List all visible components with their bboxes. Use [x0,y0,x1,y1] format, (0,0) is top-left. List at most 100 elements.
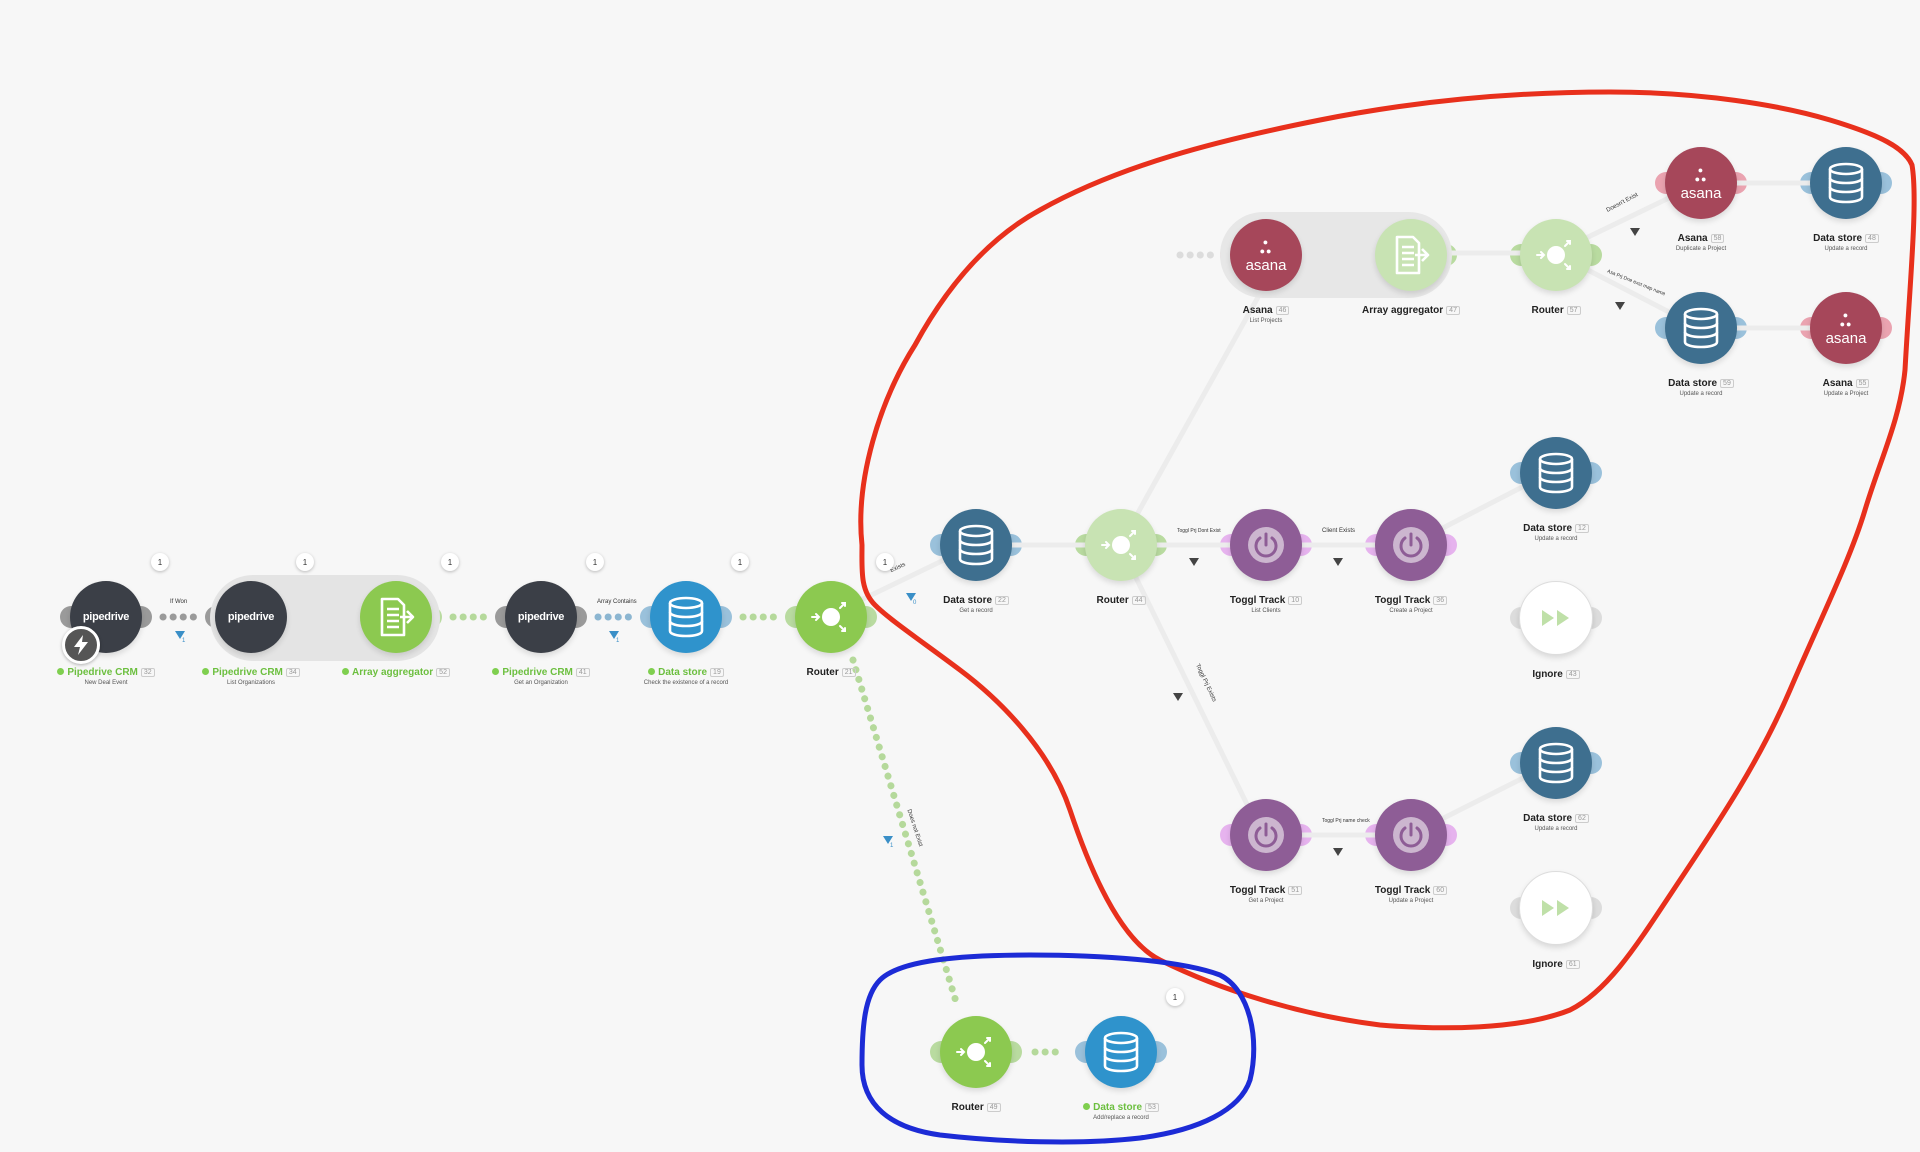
operation-count-badge[interactable]: 1 [876,553,894,571]
module-input-handle[interactable] [1655,317,1677,339]
operation-count-badge[interactable]: 1 [296,553,314,571]
module-output-handle[interactable] [1145,1041,1167,1063]
module-input-handle[interactable] [1800,172,1822,194]
filter-icon[interactable] [906,593,916,601]
filter-icon[interactable] [1630,228,1640,236]
module-output-handle[interactable] [1290,534,1312,556]
module-input-handle[interactable] [1220,244,1242,266]
module-output-handle[interactable] [1290,824,1312,846]
module-output-handle[interactable] [1000,1041,1022,1063]
module-circle[interactable]: pipedrive [205,581,297,653]
module-output-handle[interactable] [855,606,877,628]
operation-count-badge[interactable]: 1 [441,553,459,571]
module-output-handle[interactable] [1145,534,1167,556]
module-input-handle[interactable] [60,606,82,628]
filter-icon[interactable] [1189,558,1199,566]
module-input-handle[interactable] [1655,172,1677,194]
module-input-handle[interactable] [1510,462,1532,484]
module-output-handle[interactable] [1870,172,1892,194]
filter-icon[interactable] [175,631,185,639]
module-circle[interactable] [1075,509,1167,581]
filter-icon[interactable] [1173,693,1183,701]
module-output-handle[interactable] [565,606,587,628]
filter-icon[interactable] [883,836,893,844]
filter-icon[interactable] [1333,848,1343,856]
module-circle[interactable] [1800,147,1892,219]
module-input-handle[interactable] [495,606,517,628]
module-input-handle[interactable] [930,1041,952,1063]
module-output-handle[interactable] [1580,462,1602,484]
module-input-handle[interactable] [1075,534,1097,556]
module-output-handle[interactable] [420,606,442,628]
module-output-handle[interactable] [1435,244,1457,266]
module-output-handle[interactable] [130,606,152,628]
module-circle[interactable] [1220,799,1312,871]
module-circle[interactable] [1510,727,1602,799]
module-input-handle[interactable] [640,606,662,628]
module-circle[interactable] [1510,219,1602,291]
module-input-handle[interactable] [1510,897,1532,919]
module-circle[interactable] [640,581,732,653]
module-output-handle[interactable] [275,606,297,628]
module-input-handle[interactable] [1365,244,1387,266]
module-output-handle[interactable] [1580,244,1602,266]
module-output-handle[interactable] [1000,534,1022,556]
module-circle[interactable] [1510,437,1602,509]
module-circle[interactable] [1510,581,1602,655]
module-output-handle[interactable] [1580,897,1602,919]
module-circle[interactable] [785,581,877,653]
module-input-handle[interactable] [1510,607,1532,629]
module-input-handle[interactable] [350,606,372,628]
module-input-handle[interactable] [1510,752,1532,774]
module-input-handle[interactable] [1075,1041,1097,1063]
operation-count-badge[interactable]: 1 [586,553,604,571]
operation-count-badge[interactable]: 1 [731,553,749,571]
module-circle[interactable] [930,509,1022,581]
module-output-handle[interactable] [1725,317,1747,339]
module-output-handle[interactable] [1580,607,1602,629]
module-input-handle[interactable] [785,606,807,628]
module-output-handle[interactable] [1870,317,1892,339]
operation-count-badge[interactable]: 1 [151,553,169,571]
module-output-handle[interactable] [1580,752,1602,774]
module-input-handle[interactable] [1800,317,1822,339]
module-input-handle[interactable] [930,534,952,556]
module-circle[interactable] [1075,1016,1167,1088]
module-circle[interactable] [1655,292,1747,364]
module-output-handle[interactable] [710,606,732,628]
filter-icon[interactable] [1615,302,1625,310]
filter-icon[interactable] [609,631,619,639]
module-input-handle[interactable] [1510,244,1532,266]
module-circle[interactable] [1365,219,1457,291]
filter-icon[interactable] [1333,558,1343,566]
module-circle[interactable] [930,1016,1022,1088]
module-circle[interactable]: ●●●asana [1655,147,1747,219]
module-circle[interactable]: ●●●asana [1800,292,1892,364]
module-output-handle[interactable] [1435,824,1457,846]
module-circle[interactable]: ●●●asana [1220,219,1312,291]
